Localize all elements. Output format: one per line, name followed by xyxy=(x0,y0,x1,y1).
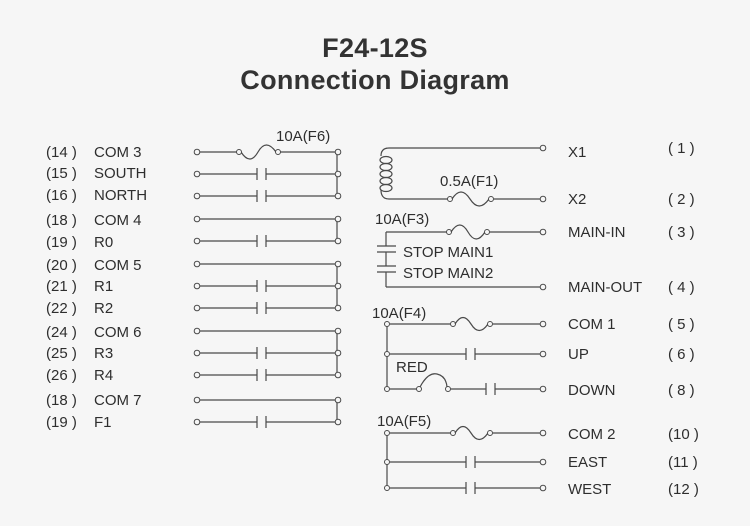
left-row-15: (15 ) SOUTH xyxy=(46,165,147,182)
terminal-number: ( 5 ) xyxy=(668,316,695,333)
terminal-number: (24 ) xyxy=(46,324,77,341)
terminal-number: (22 ) xyxy=(46,300,77,317)
diagram-title: F24-12S Connection Diagram xyxy=(0,32,750,96)
left-row-22: (22 ) R2 xyxy=(46,300,113,317)
terminal-number: (25 ) xyxy=(46,345,77,362)
stop-main1-label: STOP MAIN1 xyxy=(403,244,493,261)
left-row-24: (24 ) COM 6 xyxy=(46,324,142,341)
terminal-label: R1 xyxy=(94,278,113,295)
terminal-label: R3 xyxy=(94,345,113,362)
fuse-f3-symbol xyxy=(386,224,541,240)
terminal-number: ( 1 ) xyxy=(668,140,695,157)
terminal-number: (20 ) xyxy=(46,257,77,274)
right-row-com1: COM 1 ( 5 ) xyxy=(568,316,695,333)
terminal-label: DOWN xyxy=(568,382,616,399)
terminal-number: ( 8 ) xyxy=(668,382,695,399)
left-row-25: (25 ) R3 xyxy=(46,345,113,362)
terminal-number: (11 ) xyxy=(668,454,698,471)
fuse-label-f3: 10A(F3) xyxy=(375,211,429,228)
left-row-14: (14 ) COM 3 xyxy=(46,144,142,161)
left-terminal-dots xyxy=(193,148,342,426)
left-row-19b: (19 ) F1 xyxy=(46,414,112,431)
coil-icon xyxy=(379,147,541,200)
stop-contacts xyxy=(377,232,541,288)
terminal-label: X1 xyxy=(568,144,586,161)
terminal-label: COM 2 xyxy=(568,426,616,443)
terminal-number: ( 4 ) xyxy=(668,279,695,296)
right-row-x2: X2 ( 2 ) xyxy=(568,191,695,208)
terminal-label: R4 xyxy=(94,367,113,384)
terminal-number: ( 6 ) xyxy=(668,346,695,363)
left-row-21: (21 ) R1 xyxy=(46,278,113,295)
terminal-label: UP xyxy=(568,346,589,363)
left-row-16: (16 ) NORTH xyxy=(46,187,147,204)
terminal-number: (26 ) xyxy=(46,367,77,384)
right-terminal-block: 0.5A(F1) 10A(F3) STOP MAIN1 STOP xyxy=(372,140,699,498)
terminal-label: MAIN-OUT xyxy=(568,279,642,296)
stop-main2-label: STOP MAIN2 xyxy=(403,265,493,282)
terminal-number: ( 2 ) xyxy=(668,191,695,208)
left-row-18: (18 ) COM 4 xyxy=(46,212,142,229)
right-row-up: UP ( 6 ) xyxy=(568,346,695,363)
fuse-f4-group xyxy=(384,316,541,395)
terminal-number: (15 ) xyxy=(46,165,77,182)
terminal-label: R2 xyxy=(94,300,113,317)
terminal-label: COM 5 xyxy=(94,257,142,274)
right-row-east: EAST (11 ) xyxy=(568,454,698,471)
left-terminal-block: (14 ) COM 3 (15 ) SOUTH (16 ) NORTH (18 … xyxy=(46,128,342,431)
right-terminal-dots xyxy=(539,144,547,492)
terminal-number: (14 ) xyxy=(46,144,77,161)
terminal-label: SOUTH xyxy=(94,165,147,182)
terminal-number: (12 ) xyxy=(668,481,699,498)
fuse-f5-group xyxy=(384,425,541,494)
terminal-label: WEST xyxy=(568,481,611,498)
fuse-label-f5: 10A(F5) xyxy=(377,413,431,430)
right-row-main-out: MAIN-OUT ( 4 ) xyxy=(568,279,695,296)
fuse-label-f1: 0.5A(F1) xyxy=(440,173,498,190)
left-row-18b: (18 ) COM 7 xyxy=(46,392,142,409)
terminal-number: (18 ) xyxy=(46,392,77,409)
right-row-down: DOWN ( 8 ) xyxy=(568,382,695,399)
terminal-label: COM 4 xyxy=(94,212,142,229)
right-row-west: WEST (12 ) xyxy=(568,481,699,498)
terminal-number: (19 ) xyxy=(46,414,77,431)
terminal-label: F1 xyxy=(94,414,112,431)
terminal-number: (21 ) xyxy=(46,278,77,295)
terminal-number: (18 ) xyxy=(46,212,77,229)
right-row-x1: X1 ( 1 ) xyxy=(568,140,695,161)
left-row-19: (19 ) R0 xyxy=(46,234,113,251)
fuse-f6-symbol xyxy=(200,144,336,160)
right-row-com2: COM 2 (10 ) xyxy=(568,426,699,443)
red-jumper-label: RED xyxy=(396,359,428,376)
terminal-number: (19 ) xyxy=(46,234,77,251)
terminal-label: COM 1 xyxy=(568,316,616,333)
terminal-label: NORTH xyxy=(94,187,147,204)
terminal-number: (10 ) xyxy=(668,426,699,443)
left-row-26: (26 ) R4 xyxy=(46,367,113,384)
fuse-label-f6: 10A(F6) xyxy=(276,128,330,145)
terminal-label: COM 6 xyxy=(94,324,142,341)
subtitle: Connection Diagram xyxy=(240,65,510,95)
terminal-number: ( 3 ) xyxy=(668,224,695,241)
terminal-label: COM 7 xyxy=(94,392,142,409)
fuse-f1-symbol xyxy=(447,191,541,207)
terminal-label: COM 3 xyxy=(94,144,142,161)
terminal-label: X2 xyxy=(568,191,586,208)
left-wires xyxy=(200,152,338,428)
terminal-label: EAST xyxy=(568,454,607,471)
terminal-label: R0 xyxy=(94,234,113,251)
terminal-label: MAIN-IN xyxy=(568,224,626,241)
left-row-20: (20 ) COM 5 xyxy=(46,257,142,274)
model-title: F24-12S xyxy=(322,33,428,63)
terminal-number: (16 ) xyxy=(46,187,77,204)
right-row-main-in: MAIN-IN ( 3 ) xyxy=(568,224,695,241)
fuse-label-f4: 10A(F4) xyxy=(372,305,426,322)
